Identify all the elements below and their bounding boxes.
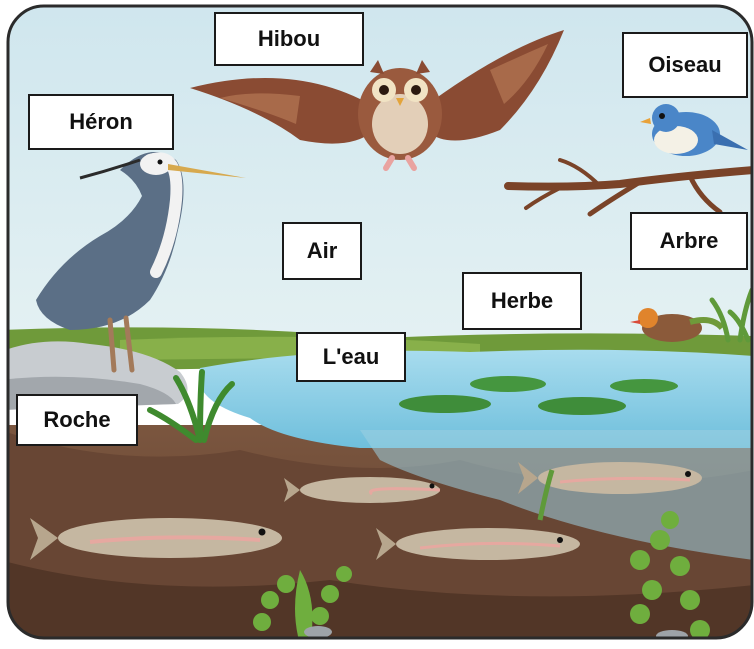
stone bbox=[304, 626, 332, 638]
lily-pad bbox=[470, 376, 546, 392]
label-air: Air bbox=[282, 222, 362, 280]
label-eau: L'eau bbox=[296, 332, 406, 382]
label-roche: Roche bbox=[16, 394, 138, 446]
label-herbe: Herbe bbox=[462, 272, 582, 330]
stone bbox=[656, 630, 688, 642]
label-arbre: Arbre bbox=[630, 212, 748, 270]
label-heron: Héron bbox=[28, 94, 174, 150]
label-hibou: Hibou bbox=[214, 12, 364, 66]
label-oiseau: Oiseau bbox=[622, 32, 748, 98]
lily-pad bbox=[399, 395, 491, 413]
lily-pad bbox=[610, 379, 678, 393]
lily-pad bbox=[538, 397, 626, 415]
